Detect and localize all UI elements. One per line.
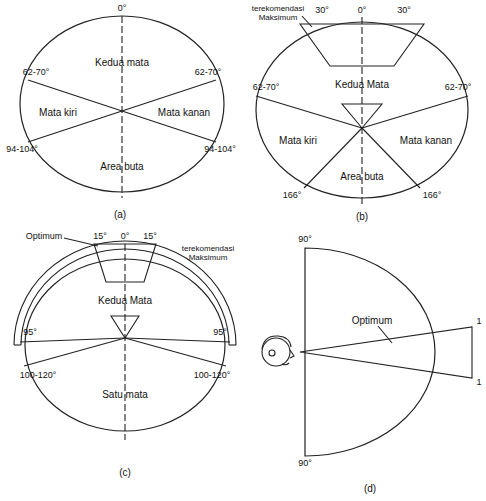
leader-line (302, 16, 312, 27)
angle-label: 15° (93, 232, 107, 242)
angle-label: 166° (283, 191, 302, 201)
region-label: Mata kanan (158, 107, 210, 118)
region-label: Mata kiri (279, 135, 317, 146)
vertical-field: Optimum (305, 248, 435, 456)
boundary-line (125, 338, 230, 342)
boundary-line (362, 96, 468, 128)
angle-label: 94-104° (204, 145, 236, 155)
region-label: Satu mata (102, 389, 148, 400)
callout-label: terekomendasi Maksimum (180, 245, 236, 263)
node-outline (25, 259, 225, 431)
angle-label: 30° (315, 6, 329, 16)
optimum-wedge (300, 327, 472, 378)
field-ellipse: Kedua MataMata kiri Mata kananArea buta (256, 22, 468, 198)
head-hair (262, 336, 291, 349)
panel-caption: (c) (119, 467, 131, 478)
boundary-line (20, 338, 125, 342)
region-label: Mata kanan (400, 135, 452, 146)
angle-label: 62-70° (23, 68, 50, 78)
region-label: Area buta (100, 161, 143, 172)
angle-label: 100-120° (194, 371, 231, 381)
panel-caption: (d) (364, 483, 376, 494)
region-label: Kedua Mata (98, 295, 152, 306)
angle-label: 0° (121, 232, 130, 242)
region-label: Kedua mata (95, 57, 149, 68)
field-outline (20, 16, 224, 192)
region-label: Kedua Mata (335, 79, 389, 90)
binocular-wedge (342, 104, 382, 128)
boundary-line (28, 80, 216, 142)
boundary-line (24, 338, 125, 366)
angle-label: 15° (143, 232, 157, 242)
angle-label: 95° (23, 328, 37, 338)
field-outline (305, 248, 435, 456)
field-outline (256, 22, 468, 198)
angle-label: 62-70° (195, 68, 222, 78)
boundary-line (256, 96, 362, 128)
optimum-zone (94, 244, 156, 282)
head-ear (269, 350, 275, 356)
angle-label: 62-70° (253, 83, 280, 93)
angle-label: 0° (118, 4, 127, 14)
region-label: Mata kiri (39, 107, 77, 118)
panel-caption: (a) (114, 209, 126, 220)
callout-label: terekomendasi Maksimum (250, 5, 306, 23)
angle-label: 100-120° (20, 371, 57, 381)
center-axis (124, 244, 125, 440)
angle-label: 1 (476, 378, 481, 388)
callout-label: Optimum (26, 232, 63, 242)
band-end (14, 344, 21, 345)
angle-label: 1 (476, 317, 481, 327)
field-ellipse: Kedua MataSatu mata (25, 259, 225, 431)
binocular-wedge (111, 316, 139, 338)
node-outline (305, 248, 435, 456)
head-face (282, 350, 294, 365)
region-label: Area buta (340, 171, 383, 182)
angle-label: 95° (213, 328, 227, 338)
panel-caption: (b) (356, 211, 368, 222)
angle-label: 166° (423, 191, 442, 201)
angle-label: 62-70° (445, 83, 472, 93)
leader-line (378, 326, 392, 343)
boundary-line (28, 80, 216, 142)
field-outline (25, 259, 225, 431)
boundary-line (125, 338, 226, 366)
band-end (229, 344, 236, 345)
angle-label: 90° (298, 459, 312, 469)
angle-label: 0° (358, 6, 367, 16)
angle-label: 30° (397, 6, 411, 16)
head-outline (262, 338, 290, 366)
field-ellipse: Kedua mataMata kiri Mata kananArea buta (20, 16, 224, 192)
region-label: Optimum (352, 315, 393, 326)
angle-label: 90° (298, 235, 312, 245)
leader-line (64, 238, 98, 246)
angle-label: 94-104° (6, 145, 38, 155)
